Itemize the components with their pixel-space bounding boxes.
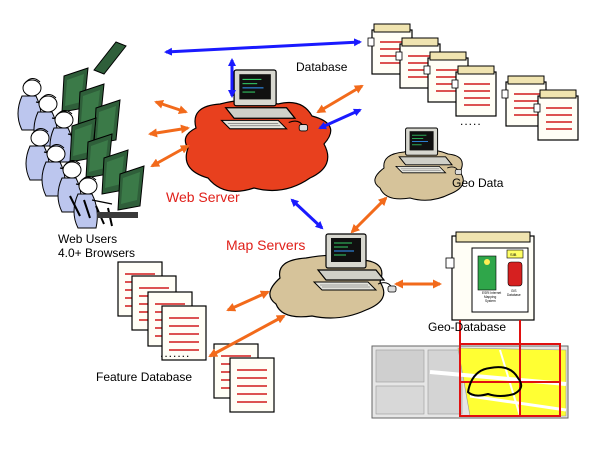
map-servers-label: Map Servers [226, 237, 306, 253]
orange-connections [148, 84, 442, 358]
feature-ellipsis: ....... [160, 346, 191, 360]
geo-panel-caption2: Database [507, 293, 521, 297]
web-users-group [17, 41, 145, 229]
geo-panel-line2: Mapping [484, 295, 496, 299]
geo-data-server [374, 127, 464, 201]
web-users-label: Web Users [58, 232, 118, 246]
web-server-label: Web Server [166, 189, 240, 205]
feature-database-label: Feature Database [96, 370, 193, 384]
map-tile [371, 320, 569, 419]
geo-database-label: Geo-Database [428, 320, 507, 334]
database-ellipsis: ..... [460, 114, 482, 128]
geo-data-label: Geo Data [452, 176, 504, 190]
web-users-browsers-label: 4.0+ Browsers [58, 246, 136, 260]
geo-panel-line1: ESRI Internet [482, 291, 501, 295]
geo-panel-caption1: GIS [511, 289, 517, 293]
map-servers [269, 233, 397, 319]
database-label: Database [296, 60, 348, 74]
geo-panel-line3: System [485, 299, 496, 303]
geo-panel-badge: SIB [510, 252, 517, 257]
feature-database-right [213, 343, 275, 413]
geo-database-box [445, 231, 535, 321]
web-server [184, 69, 332, 192]
